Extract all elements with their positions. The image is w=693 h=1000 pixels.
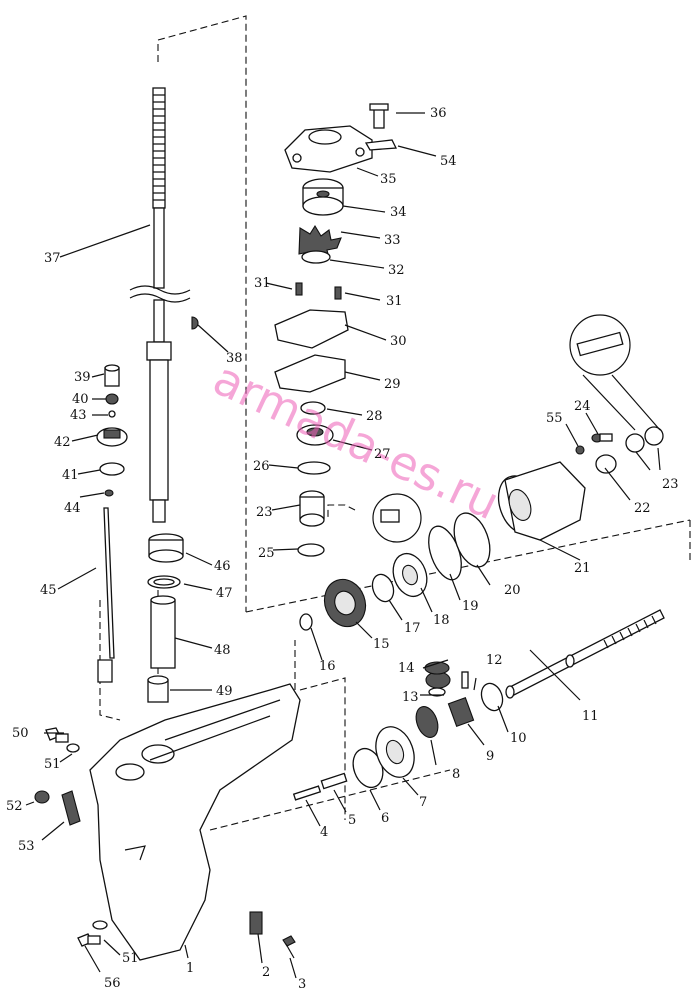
label-32: 32 (388, 263, 405, 278)
label-9: 9 (486, 749, 494, 764)
detail-callouts (372, 314, 661, 543)
label-53: 53 (18, 839, 35, 854)
water-pump-internals (274, 178, 349, 557)
label-42: 42 (54, 435, 71, 450)
label-3: 3 (298, 977, 306, 992)
drive-shaft-bearings (147, 533, 184, 703)
label-29: 29 (384, 377, 401, 392)
label-8: 8 (452, 767, 460, 782)
label-38: 38 (226, 351, 243, 366)
label-33: 33 (384, 233, 401, 248)
label-10: 10 (510, 731, 527, 746)
label-18: 18 (433, 613, 450, 628)
label-15: 15 (373, 637, 390, 652)
label-27: 27 (374, 447, 391, 462)
water-pump-housing (284, 103, 398, 173)
watermark-text: armada-es.ru (205, 351, 507, 530)
label-23-right: 23 (662, 477, 679, 492)
label-14: 14 (398, 661, 415, 676)
label-52: 52 (6, 799, 23, 814)
leader-lines (25, 112, 661, 979)
label-56: 56 (104, 976, 121, 991)
label-46: 46 (214, 559, 231, 574)
forward-gear-set (299, 512, 491, 675)
label-44: 44 (64, 501, 81, 516)
gearcase-housing (89, 683, 301, 961)
label-31-left: 31 (254, 276, 271, 291)
label-41: 41 (62, 468, 79, 483)
label-24: 24 (574, 399, 591, 414)
label-20: 20 (504, 583, 521, 598)
label-17: 17 (404, 621, 421, 636)
label-6: 6 (381, 811, 389, 826)
drive-shaft (129, 87, 191, 523)
assembly-guide-lines (99, 15, 691, 831)
label-21: 21 (574, 561, 591, 576)
label-51-lower: 51 (122, 951, 139, 966)
label-19: 19 (462, 599, 479, 614)
label-45: 45 (40, 583, 57, 598)
label-5: 5 (348, 813, 356, 828)
label-35: 35 (380, 172, 397, 187)
propeller-shaft (505, 609, 665, 699)
shift-rod (97, 507, 115, 683)
label-40: 40 (72, 392, 89, 407)
label-49: 49 (216, 684, 233, 699)
label-31-right: 31 (386, 294, 403, 309)
label-47: 47 (216, 586, 233, 601)
label-23-left: 23 (256, 505, 273, 520)
label-39: 39 (74, 370, 91, 385)
woodruff-key (191, 316, 199, 330)
label-7: 7 (419, 795, 427, 810)
label-16: 16 (319, 659, 336, 674)
fasteners (34, 727, 296, 959)
label-4: 4 (320, 825, 328, 840)
label-2: 2 (262, 965, 270, 980)
label-34: 34 (390, 205, 407, 220)
label-26: 26 (253, 459, 270, 474)
part-number-labels: 1 2 3 4 5 6 7 8 9 10 11 12 13 14 15 16 1… (6, 106, 679, 992)
propeller-shaft-train (292, 671, 504, 801)
label-36: 36 (430, 106, 447, 121)
label-22: 22 (634, 501, 651, 516)
label-12: 12 (486, 653, 503, 668)
label-55: 55 (546, 411, 563, 426)
label-43: 43 (70, 408, 87, 423)
label-11: 11 (582, 709, 599, 724)
label-28: 28 (366, 409, 383, 424)
label-30: 30 (390, 334, 407, 349)
label-54: 54 (440, 154, 457, 169)
label-50: 50 (12, 726, 29, 741)
label-25: 25 (258, 546, 275, 561)
label-37: 37 (44, 251, 61, 266)
label-51-upper: 51 (44, 757, 61, 772)
left-small-parts (96, 364, 128, 497)
bearing-carrier (497, 426, 664, 541)
label-13: 13 (402, 690, 419, 705)
label-48: 48 (214, 643, 231, 658)
label-1: 1 (186, 961, 194, 976)
